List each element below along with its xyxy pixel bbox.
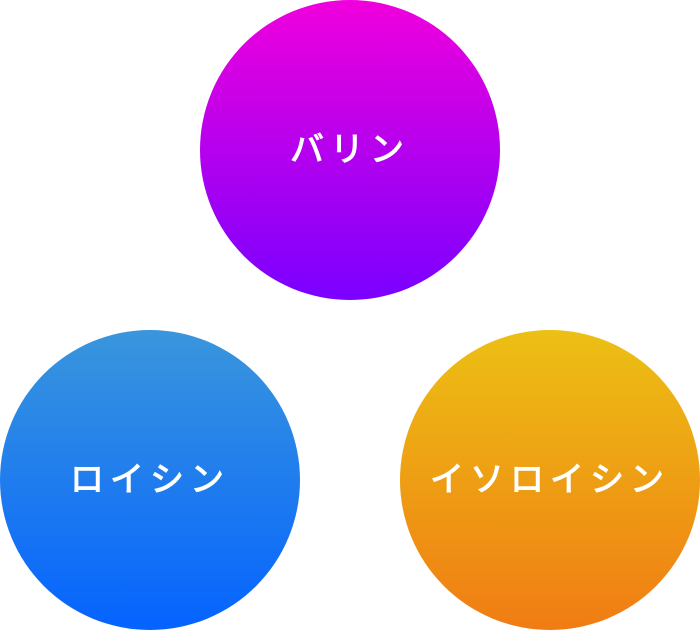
isoleucine-circle: イソロイシン: [400, 330, 700, 630]
leucine-label: ロイシン: [70, 460, 230, 500]
leucine-circle: ロイシン: [0, 330, 300, 630]
valine-label: バリン: [290, 130, 410, 170]
valine-circle: バリン: [200, 0, 500, 300]
isoleucine-label: イソロイシン: [430, 460, 670, 500]
